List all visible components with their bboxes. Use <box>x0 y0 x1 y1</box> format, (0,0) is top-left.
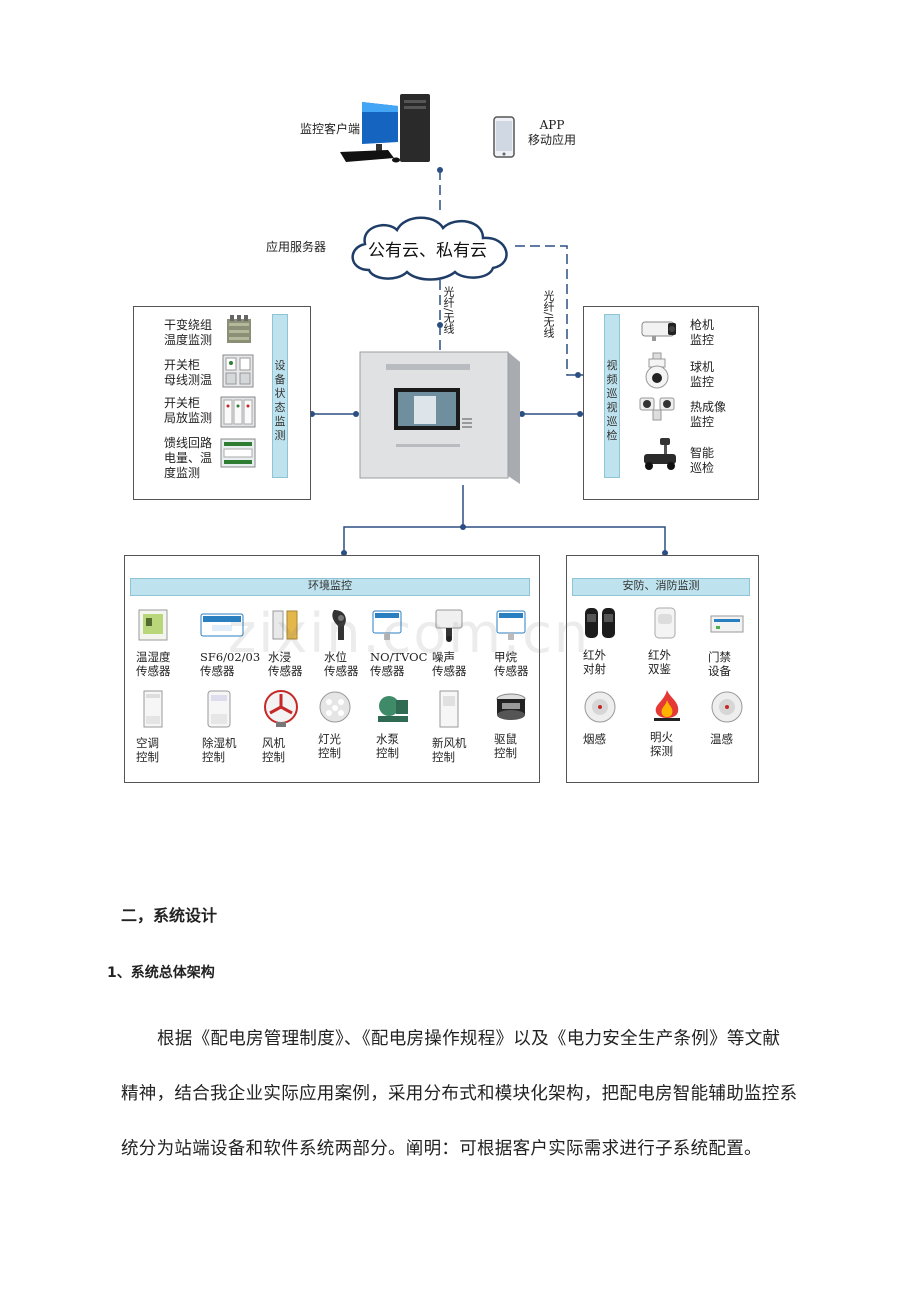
air-conditioner-icon <box>143 690 163 728</box>
video-patrol-item: 智能 巡检 <box>690 446 715 475</box>
dehumidifier-icon <box>207 690 231 728</box>
paragraph-line: 精神，结合我企业实际应用案例，采用分布式和模块化架构，把配电房智能辅助监控系 <box>121 1084 798 1104</box>
device-status-item: 开关柜 局放监测 <box>164 396 213 425</box>
light-icon <box>319 691 351 723</box>
tvoc-sensor-icon <box>372 610 402 640</box>
video-patrol-item: 热成像 监控 <box>690 400 727 429</box>
env-device: 温湿度传感器 <box>136 608 200 678</box>
client-label: 监控客户端 <box>300 122 361 136</box>
video-patrol-item: 球机 监控 <box>690 360 715 389</box>
device-status-item: 馈线回路 电量、温 度监测 <box>164 436 213 480</box>
noise-sensor-icon <box>435 609 463 642</box>
watermark: zixin.com.cn <box>228 602 591 665</box>
environment-title: 环境监控 <box>130 578 530 596</box>
rodent-repeller-icon <box>496 693 526 720</box>
env-device: 空调控制 <box>136 690 200 764</box>
env-device: 除湿机控制 <box>202 690 266 764</box>
section-heading: 二，系统设计 <box>121 906 218 925</box>
water-level-icon <box>332 610 346 640</box>
env-device: 灯光控制 <box>318 690 382 760</box>
dome-camera-icon <box>645 352 669 389</box>
server-label: 应用服务器 <box>266 240 327 254</box>
dual-tech-detector-icon <box>654 607 676 639</box>
subsection-heading: 1、系统总体架构 <box>107 965 215 981</box>
heat-detector-icon <box>711 691 743 723</box>
video-patrol-bar: 视 频 巡 视 巡 检 <box>604 314 620 478</box>
fresh-air-icon <box>439 690 459 728</box>
access-control-icon <box>710 615 744 633</box>
pump-icon <box>378 696 408 722</box>
flame-icon <box>654 690 680 721</box>
env-device: 甲烷传感器 <box>494 608 558 678</box>
paragraph-line: 统分为站端设备和软件系统两部分。阐明：可根据客户实际需求进行子系统配置。 <box>121 1139 762 1159</box>
device-status-item: 开关柜 母线测温 <box>164 358 213 387</box>
feeder-meter-icon <box>220 438 256 468</box>
env-device: 水浸传感器 <box>268 608 332 678</box>
security-device: 门禁设备 <box>708 608 772 678</box>
switchgear-pd-icon <box>220 396 256 428</box>
env-device: 水泵控制 <box>376 690 440 760</box>
cloud-label: 公有云、私有云 <box>368 241 487 261</box>
link-label-right: 光纤/无线 <box>542 290 555 338</box>
security-device: 明火探测 <box>650 688 714 758</box>
env-device: 风机控制 <box>262 690 326 764</box>
device-status-item: 干变绕组 温度监测 <box>164 318 213 347</box>
device-status-bar: 设 备 状 态 监 测 <box>272 314 288 478</box>
desktop-computer-icon <box>340 94 430 163</box>
link-label-left: 光纤/无线 <box>442 286 455 334</box>
security-device: 温感 <box>710 690 774 746</box>
body-paragraph: 根据《配电房管理制度》、《配电房操作规程》以及《电力安全生产条例》等文献 精神，… <box>121 1012 841 1177</box>
security-device: 红外双鉴 <box>648 606 712 676</box>
main-controller-icon <box>359 351 520 484</box>
thermal-camera-icon <box>639 397 675 421</box>
methane-sensor-icon <box>496 610 526 640</box>
smoke-detector-icon <box>584 691 616 723</box>
transformer-icon <box>227 315 251 343</box>
smartphone-icon <box>493 116 515 158</box>
patrol-robot-icon <box>644 438 676 470</box>
env-device: 驱鼠控制 <box>494 690 558 760</box>
env-device: 水位传感器 <box>324 608 388 678</box>
diagram-connectors <box>309 167 668 556</box>
env-device: 新风机控制 <box>432 690 496 764</box>
water-leak-icon <box>272 610 298 640</box>
switchgear-icon <box>222 354 254 388</box>
security-title: 安防、消防监测 <box>572 578 750 596</box>
security-device: 红外对射 <box>583 606 647 676</box>
paragraph-line: 根据《配电房管理制度》、《配电房操作规程》以及《电力安全生产条例》等文献 <box>157 1029 781 1049</box>
temp-humidity-icon <box>138 609 168 641</box>
security-device: 烟感 <box>583 690 647 746</box>
gas-sensor-icon <box>200 613 244 637</box>
app-label: APP 移动应用 <box>528 118 577 147</box>
fan-icon <box>264 690 298 727</box>
bullet-camera-icon <box>641 321 676 341</box>
video-patrol-item: 枪机 监控 <box>690 318 715 347</box>
cloud-icon <box>351 216 508 281</box>
env-device: 噪声传感器 <box>432 608 496 678</box>
infrared-beam-icon <box>585 608 615 638</box>
